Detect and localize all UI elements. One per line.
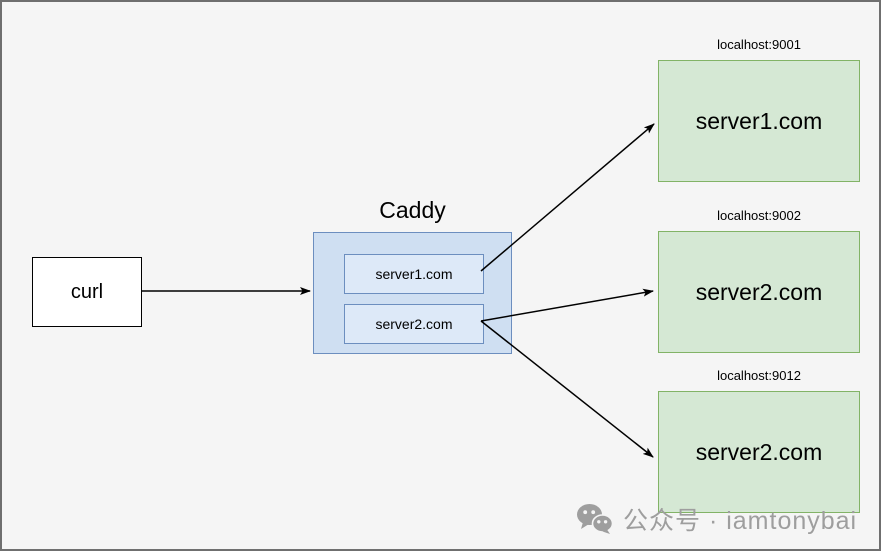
caddy-upstream-server1: server1.com <box>344 254 484 294</box>
watermark: 公众号 · iamtonybai <box>576 501 857 537</box>
caddy-upstream-server2-label: server2.com <box>375 316 453 332</box>
server1-address-label: localhost:9001 <box>717 37 801 52</box>
curl-node-label: curl <box>70 280 104 303</box>
watermark-text: 公众号 · iamtonybai <box>623 507 858 535</box>
server3-node: server2.com <box>658 391 860 513</box>
server1-node: server1.com <box>658 60 860 182</box>
server2-node: server2.com <box>658 231 860 353</box>
server3-address-label: localhost:9012 <box>717 368 801 383</box>
caddy-upstream-server2: server2.com <box>344 304 484 344</box>
caddy-title: Caddy <box>379 197 446 223</box>
server2-node-label: server2.com <box>695 278 823 305</box>
server3-node-label: server2.com <box>695 438 823 465</box>
wechat-icon <box>577 504 614 534</box>
caddy-upstream-server1-label: server1.com <box>375 266 453 282</box>
caddy-node: server1.com server2.com <box>313 232 512 354</box>
server2-address-label: localhost:9002 <box>717 208 801 223</box>
curl-node: curl <box>32 257 142 327</box>
server1-node-label: server1.com <box>695 107 823 134</box>
